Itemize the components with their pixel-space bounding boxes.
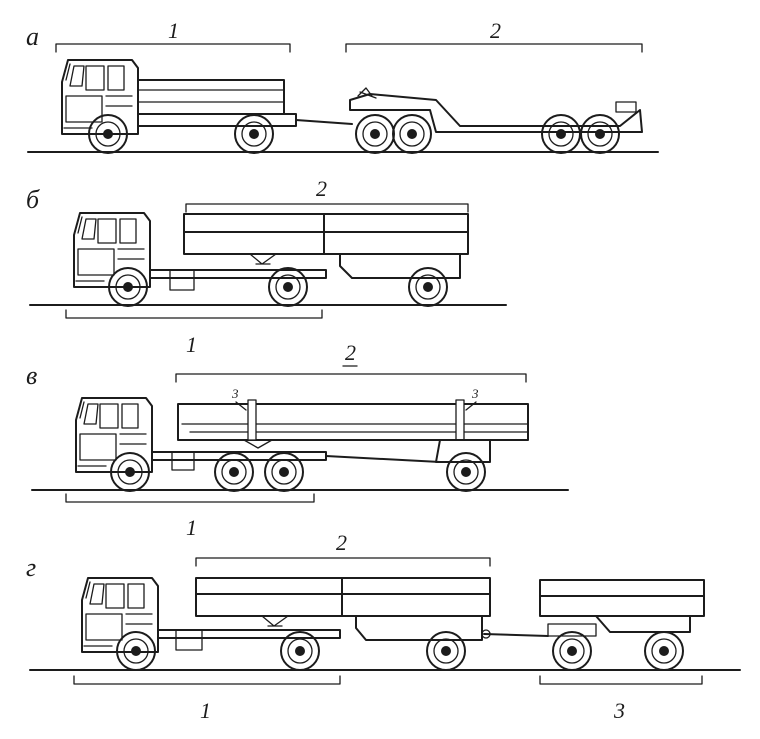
panel-letter: г [26,553,36,582]
panel-g: г 2 1 3 [26,530,741,723]
trailer-label: 2 [345,340,356,365]
tractor-label: 1 [186,515,197,540]
panel-letter: б [26,185,40,214]
bracket-tractor [65,493,315,503]
lowbed-trailer [349,87,643,154]
bracket-tractor [73,675,341,685]
tractor-label: 1 [200,698,211,723]
trailer-label: 2 [336,530,347,555]
panel-letter: а [26,22,39,51]
tractor-unit [61,59,353,154]
bracket-trailer [175,373,527,383]
tractor-unit [81,577,341,671]
panel-letter: в [26,361,37,390]
panel-b: б 2 1 [26,176,507,357]
tractor-label: 1 [186,332,197,357]
tractor-label: 1 [168,18,179,43]
bracket-trailer [345,43,643,53]
stake-label: 3 [231,386,239,401]
stake-label: 3 [471,386,479,401]
bracket-tractor [65,309,323,319]
bracket-tractor [55,43,291,53]
drawbar-trailer [539,579,705,671]
bracket-extra-trailer [539,675,703,685]
semi-trailer [183,213,469,307]
pipe-trailer: 3 3 [177,386,529,492]
panel-v: в 2 1 3 3 [26,340,569,540]
tractor-unit [73,212,327,307]
extra-trailer-label: 3 [613,698,625,723]
bracket-trailer [195,557,491,567]
tractor-unit [75,397,327,492]
trailer-label: 2 [316,176,327,201]
bracket-trailer [185,203,469,213]
panel-a: а 1 2 [26,18,659,154]
trailer-label: 2 [490,18,501,43]
semi-trailer [195,577,549,671]
